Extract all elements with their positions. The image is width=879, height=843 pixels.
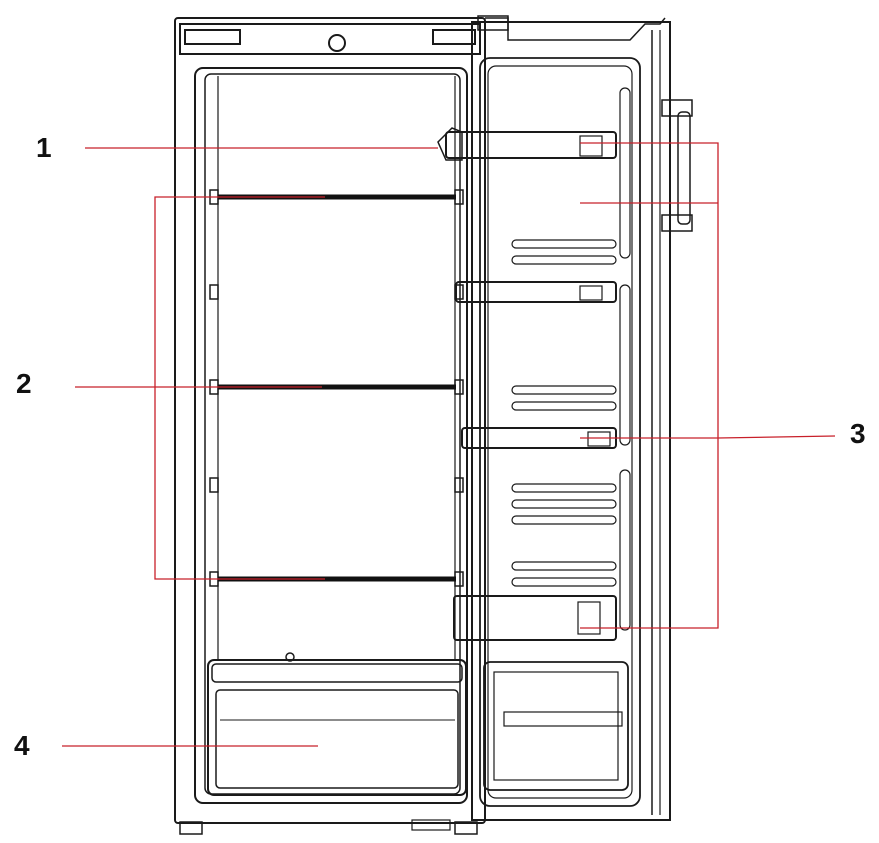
cabinet-inner-wall: [194, 67, 468, 804]
leader-line-3: [717, 435, 836, 439]
door-rib: [511, 483, 617, 493]
shelf-support: [209, 284, 219, 300]
shelf-support: [454, 379, 464, 395]
balcony-end-cap: [579, 285, 603, 301]
door-lower-bin: [483, 661, 629, 791]
door-balcony: [455, 281, 617, 303]
door-rib: [511, 401, 617, 411]
door-rib: [511, 239, 617, 249]
balcony-end-cap: [587, 431, 611, 447]
crisper-drawer-frame: [207, 659, 467, 796]
door-balcony: [453, 595, 617, 641]
callout-label-2: 2: [16, 368, 32, 399]
crisper-drawer-lid: [211, 663, 463, 683]
leader-bracket-3: [580, 142, 719, 629]
leader-bracket-2: [154, 196, 325, 580]
door-rib: [511, 255, 617, 265]
door-handle-bar: [677, 111, 691, 225]
cabinet-top-vent-left: [184, 29, 241, 45]
crisper-drawer-bin: [215, 689, 459, 789]
door-inner-liner: [487, 65, 633, 799]
door-handle-bracket: [661, 214, 693, 232]
cabinet-top-panel: [179, 23, 481, 55]
balcony-end-cap: [577, 601, 601, 635]
door-handle-bracket: [661, 99, 693, 117]
door-rib: [511, 577, 617, 587]
cabinet-foot-left: [179, 821, 203, 835]
door-inner-panel: [479, 57, 641, 807]
callout-label-1: 1: [36, 132, 52, 163]
door-lower-bin-tab: [503, 711, 623, 727]
hinge-bottom: [411, 819, 451, 831]
door-rib: [511, 515, 617, 525]
door-rib: [511, 499, 617, 509]
callout-label-4: 4: [14, 730, 30, 761]
crisper-drawer-tab: [285, 652, 295, 662]
door-gasket-strip: [619, 284, 631, 446]
door-outline: [471, 21, 671, 821]
cabinet-top-vent-right: [432, 29, 476, 45]
door-gasket-strip: [619, 469, 631, 631]
cabinet-foot-right: [454, 821, 478, 835]
cabinet-outline: [174, 17, 486, 824]
door-balcony-clip: [437, 127, 463, 161]
shelf-support: [454, 571, 464, 587]
door-rib: [511, 385, 617, 395]
shelf-support: [209, 477, 219, 493]
shelf-support: [454, 189, 464, 205]
thermostat-knob: [328, 34, 346, 52]
door-gasket-strip: [619, 87, 631, 259]
shelf-support: [454, 477, 464, 493]
door-balcony: [445, 131, 617, 159]
callout-label-3: 3: [850, 418, 866, 449]
door-top-cap: [485, 17, 666, 41]
cabinet-liner: [204, 73, 461, 795]
balcony-end-cap: [579, 135, 603, 157]
door-rib: [511, 561, 617, 571]
